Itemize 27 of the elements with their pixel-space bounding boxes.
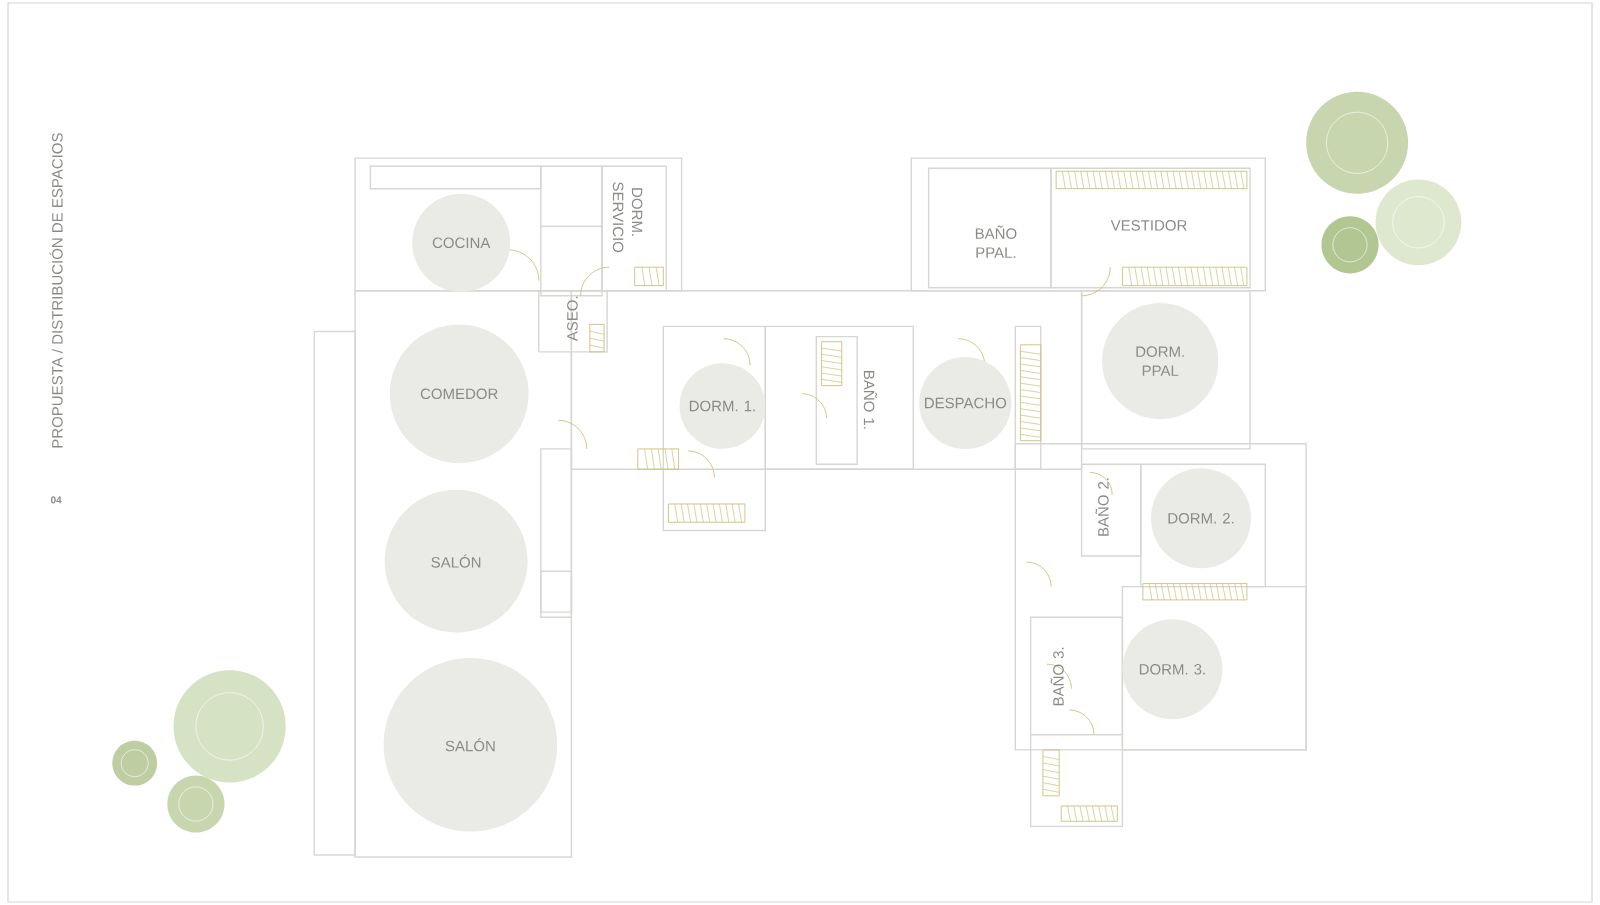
room-label: VESTIDOR	[1110, 220, 1187, 231]
room-circle	[919, 356, 1012, 450]
room-circle	[1122, 619, 1223, 720]
room-circle	[384, 489, 528, 633]
page-number: 04	[50, 496, 62, 504]
room-label: BAÑO 1.	[863, 371, 878, 429]
room-label: DESPACHO	[925, 397, 1007, 409]
room-label: BAÑO 2.	[1095, 478, 1109, 536]
room-label: COCINA	[432, 237, 491, 249]
room-circle	[412, 193, 511, 292]
room-label: BAÑO 3.	[1050, 647, 1064, 706]
room-label: SALÓN	[445, 738, 495, 752]
room-circle	[383, 658, 558, 832]
room-circle	[1102, 302, 1219, 420]
room-circle	[679, 363, 766, 449]
room-label: DORM. 1.	[689, 400, 755, 412]
room-label: DORM. 3.	[1139, 664, 1205, 675]
room-circle	[389, 324, 529, 464]
room-label: DORM. 2.	[1168, 513, 1234, 524]
room-label: COMEDOR	[420, 388, 498, 400]
room-label: SALÓN	[431, 554, 481, 568]
room-label: BAÑO PPAL.	[975, 225, 1017, 258]
room-label: ASEO.	[567, 296, 578, 342]
room-label: DORM. SERVICIO	[612, 182, 643, 253]
room-label: DORM. PPAL	[1136, 346, 1184, 376]
page-title: PROPUESTA / DISTRIBUCIÓN DE ESPACIOS	[49, 133, 63, 448]
room-circle	[1151, 468, 1251, 569]
